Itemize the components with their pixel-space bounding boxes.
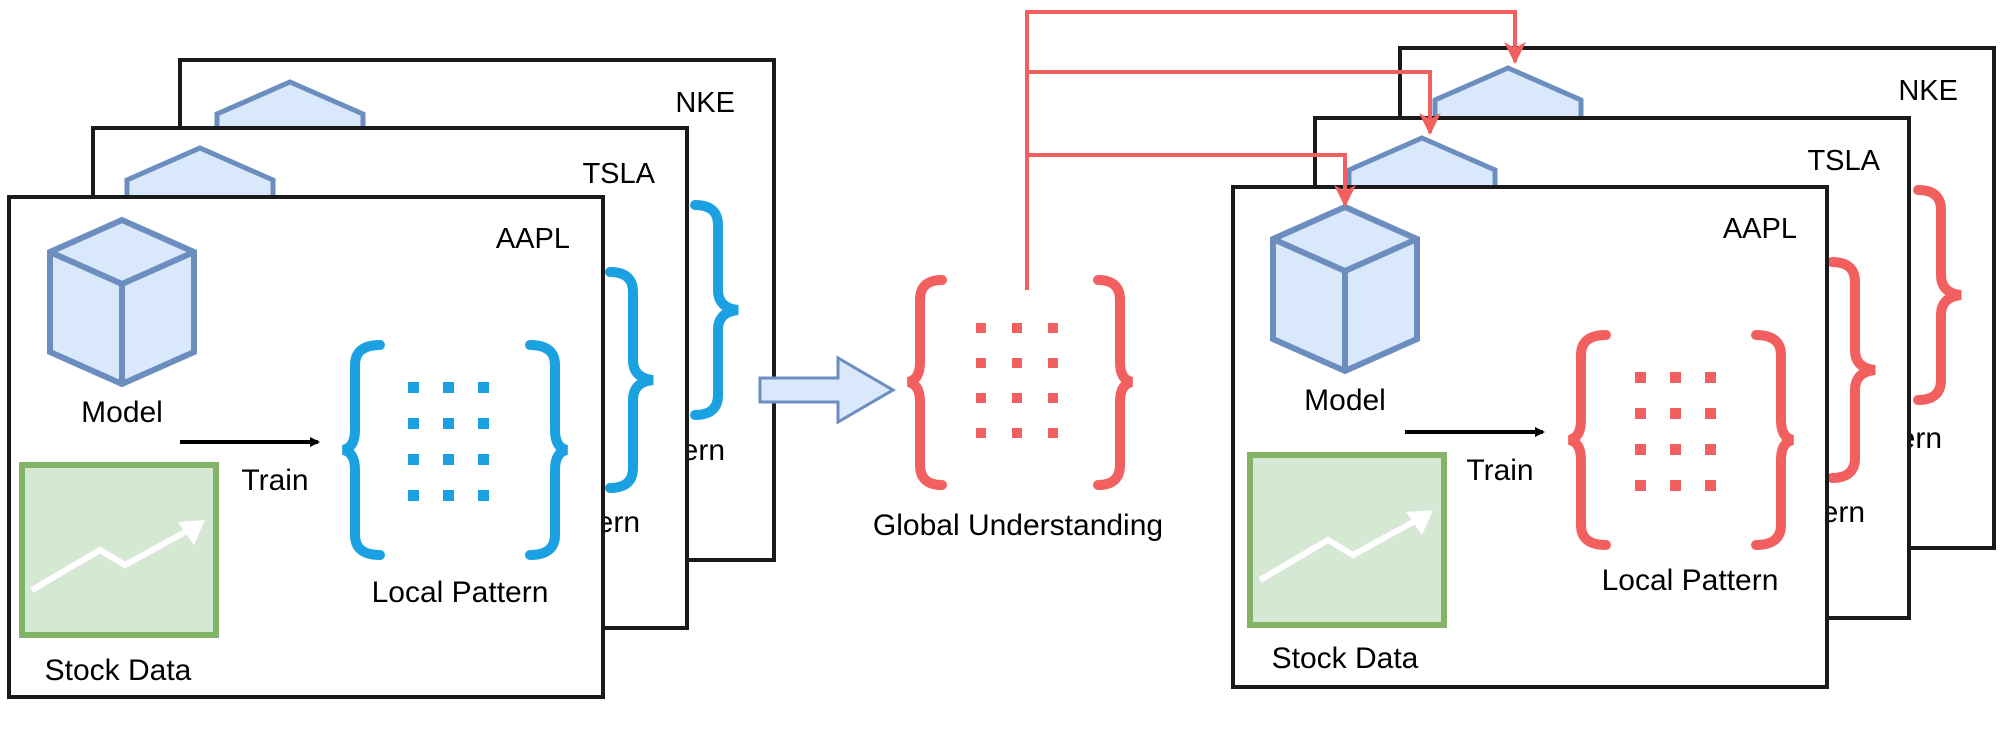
left-panel-aapl: AAPL Model Train Stock Data — [7, 195, 605, 699]
ticker-label: AAPL — [1723, 213, 1797, 245]
ticker-label: NKE — [675, 87, 735, 119]
trend-chart-icon — [19, 462, 219, 638]
ticker-label: NKE — [1898, 75, 1958, 107]
train-label: Train — [1466, 454, 1533, 487]
brace-grid-icon — [1567, 330, 1795, 550]
ticker-label: TSLA — [1807, 145, 1880, 177]
stock-data-label: Stock Data — [1272, 642, 1419, 675]
brace-icon — [1827, 257, 1876, 483]
right-group: NKE ern TSLA ern AAPL Model Train — [1231, 46, 1996, 689]
train-label: Train — [241, 464, 308, 497]
distribution-arrows — [1025, 10, 1526, 290]
ticker-label: TSLA — [582, 158, 655, 190]
arrow-to-aapl-model — [1027, 153, 1356, 207]
cube-icon — [47, 216, 197, 388]
local-pattern-label: Local Pattern — [372, 576, 549, 609]
arrow-to-tsla-model — [1027, 70, 1441, 135]
arrow-to-nke-model — [1025, 10, 1526, 290]
right-panel-aapl: AAPL Model Train Stock Data — [1231, 185, 1829, 689]
trend-chart-icon — [1247, 452, 1447, 628]
left-group: NKE ern TSLA ern AAPL Model Train — [7, 58, 776, 699]
stock-data-label: Stock Data — [45, 654, 192, 687]
ticker-label: AAPL — [496, 223, 570, 255]
model-label: Model — [81, 396, 163, 429]
global-pattern-icon — [906, 275, 1134, 490]
cube-icon — [1270, 203, 1420, 375]
brace-icon — [605, 267, 654, 493]
local-pattern-label: Local Pattern — [1602, 564, 1779, 597]
brace-icon — [690, 200, 739, 420]
brace-grid-icon — [341, 340, 569, 560]
model-label: Model — [1304, 384, 1386, 417]
brace-icon — [1913, 185, 1962, 405]
global-understanding-label: Global Understanding — [873, 509, 1163, 542]
aggregation-arrow — [758, 355, 896, 425]
